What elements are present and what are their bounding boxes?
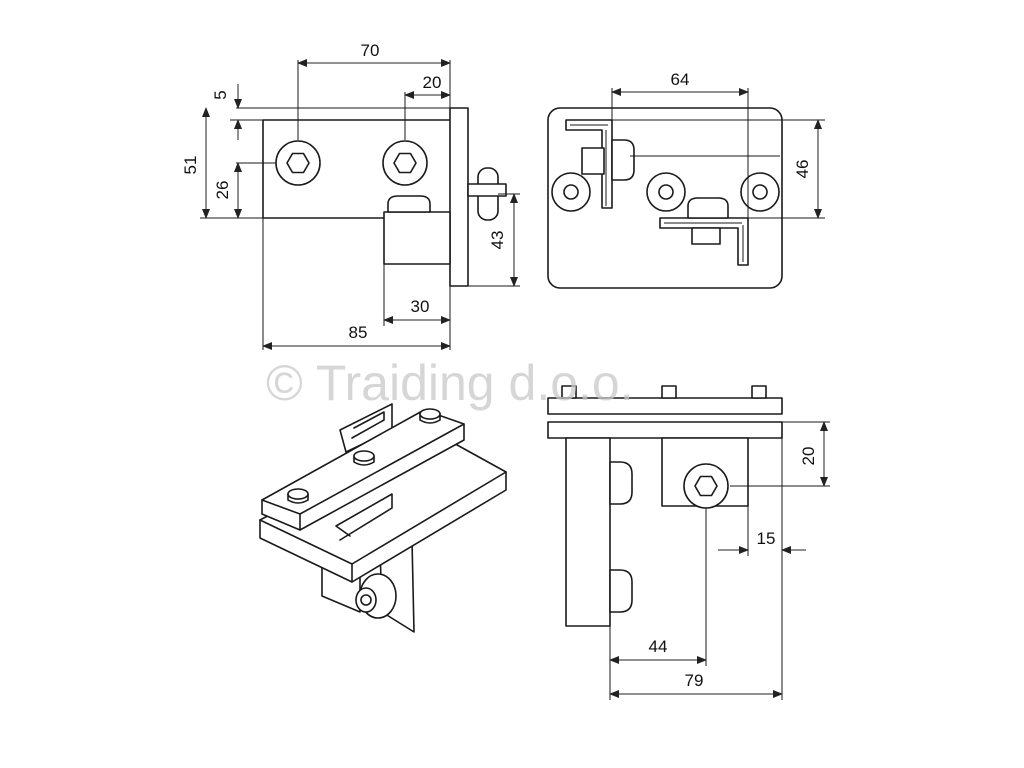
dim-right-height: 43 <box>488 231 507 250</box>
dim-side-total: 79 <box>685 671 704 690</box>
dim-top-offset: 20 <box>423 73 442 92</box>
side-bolt-2-icon <box>661 385 677 399</box>
watermark-text: © Traiding d.o.o. <box>266 355 634 411</box>
plan-hole-middle-icon <box>646 172 686 212</box>
iso-roller-icon <box>355 573 397 619</box>
side-roller-bottom <box>609 569 633 613</box>
dim-side-short: 44 <box>649 637 668 656</box>
side-hex-bolt-icon <box>683 463 729 509</box>
dim-plan-width: 64 <box>671 70 690 89</box>
dim-height-total: 51 <box>181 156 200 175</box>
plan-view: 64 46 <box>547 70 825 289</box>
side-mid-plate <box>547 421 783 439</box>
side-bolt-1-icon <box>561 385 577 399</box>
dim-bottom-short: 30 <box>411 297 430 316</box>
plan-hole-left-icon <box>551 172 591 212</box>
dim-side-height: 20 <box>799 447 818 466</box>
front-lower-block <box>383 211 451 265</box>
side-view: 20 15 44 79 <box>547 385 830 700</box>
dim-plan-height: 46 <box>793 160 812 179</box>
front-roller <box>387 195 431 213</box>
plan-hole-right-icon <box>740 172 780 212</box>
dim-height-hole: 26 <box>213 181 232 200</box>
dim-side-offset: 15 <box>757 529 776 548</box>
isometric-view <box>259 403 507 633</box>
plan-small-block <box>581 147 605 175</box>
front-axle <box>467 183 507 197</box>
plan-roller <box>611 139 635 181</box>
side-roller-top <box>609 461 633 505</box>
dim-bottom-total: 85 <box>349 323 368 342</box>
plan-bottom-roller <box>687 197 729 219</box>
front-side-plate <box>449 107 469 287</box>
dim-top-gap: 5 <box>211 90 230 99</box>
iso-bolt-3-icon <box>419 408 441 424</box>
iso-bolt-1-icon <box>287 488 309 504</box>
side-bolt-3-icon <box>751 385 767 399</box>
plan-bottom-block <box>691 227 721 245</box>
dim-top-width: 70 <box>361 41 380 60</box>
hex-bolt-left-icon <box>275 140 321 186</box>
front-view: 70 20 5 51 26 43 30 85 <box>181 41 520 350</box>
iso-bolt-2-icon <box>353 450 375 466</box>
side-body <box>565 437 611 627</box>
hex-bolt-right-icon <box>382 140 428 186</box>
iso-slot-base <box>335 493 393 541</box>
